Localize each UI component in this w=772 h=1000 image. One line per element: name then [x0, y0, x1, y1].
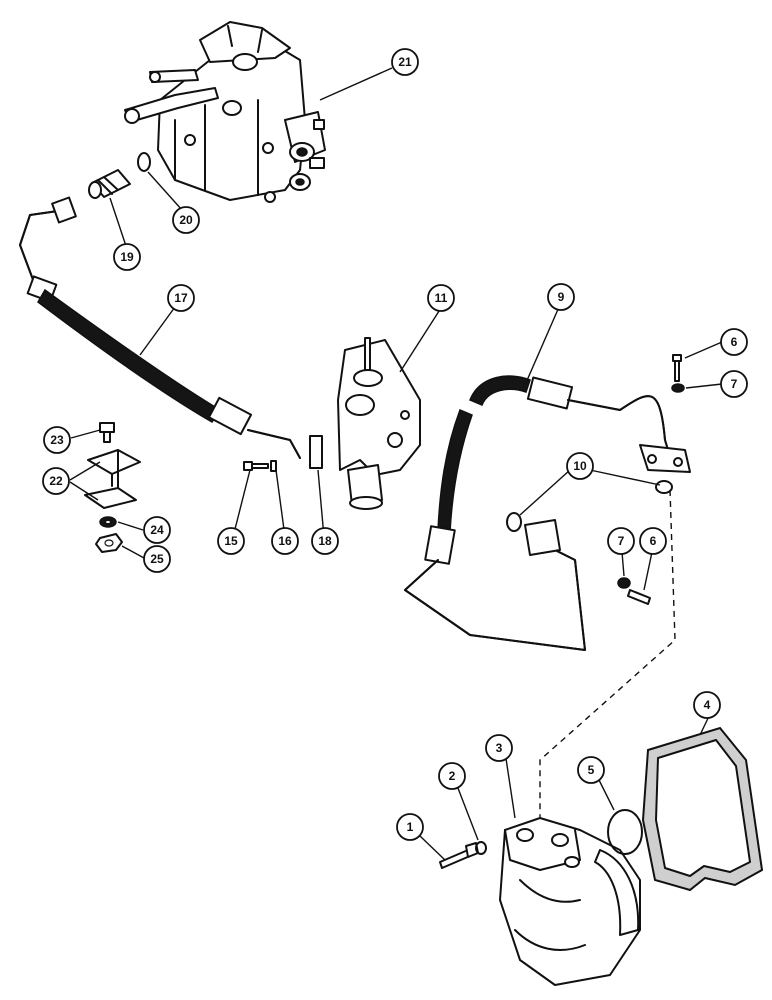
- callout-10: 10: [566, 452, 594, 480]
- housing-part-3: [499, 817, 641, 986]
- callout-17: 17: [167, 284, 195, 312]
- alignment-line: [539, 489, 676, 850]
- callout-6-bottom: 6: [639, 527, 667, 555]
- clamp-part-22: [84, 449, 141, 509]
- callout-6-top: 6: [720, 328, 748, 356]
- callout-label: 10: [573, 459, 587, 473]
- callout-label: 21: [398, 55, 412, 69]
- callout-label: 7: [618, 534, 625, 548]
- callout-7-bottom: 7: [607, 527, 635, 555]
- fitting-part-19: [88, 169, 131, 199]
- callout-1: 1: [396, 813, 424, 841]
- callout-2: 2: [438, 762, 466, 790]
- callout-label: 6: [731, 335, 738, 349]
- valve-block-part-11: [337, 337, 421, 510]
- callout-3: 3: [485, 734, 513, 762]
- callout-label: 17: [174, 291, 188, 305]
- callout-label: 1: [407, 820, 414, 834]
- callout-label: 18: [318, 534, 332, 548]
- bolt-part-23: [99, 422, 115, 443]
- callout-label: 19: [120, 250, 134, 264]
- gasket-part-4: [641, 726, 764, 892]
- callout-label: 5: [588, 763, 595, 777]
- callout-label: 6: [650, 534, 657, 548]
- callout-23: 23: [43, 426, 71, 454]
- callout-7-top: 7: [720, 370, 748, 398]
- callout-label: 9: [558, 290, 565, 304]
- callout-16: 16: [271, 527, 299, 555]
- hose-assembly-part-17: [19, 196, 301, 459]
- callout-label: 22: [49, 474, 63, 488]
- callout-20: 20: [172, 206, 200, 234]
- bolt-part-6: [627, 354, 682, 605]
- leader-lines: [69, 67, 723, 861]
- callout-label: 4: [704, 698, 711, 712]
- callout-5: 5: [577, 756, 605, 784]
- lock-washer-part-24: [99, 516, 117, 528]
- callout-label: 23: [50, 433, 64, 447]
- bolt-part-15: [243, 461, 269, 471]
- washer-part-7: [617, 383, 685, 589]
- callout-25: 25: [143, 545, 171, 573]
- callout-label: 7: [731, 377, 738, 391]
- callout-label: 2: [449, 769, 456, 783]
- callout-label: 24: [150, 523, 164, 537]
- o-ring-part-5: [607, 809, 643, 855]
- callout-label: 16: [278, 534, 292, 548]
- callout-label: 25: [150, 552, 164, 566]
- o-ring-part-20: [137, 152, 151, 172]
- tube-assembly-part-9: [404, 375, 691, 651]
- valve-housing-part-21: [124, 21, 326, 203]
- nut-part-25: [95, 533, 123, 553]
- callout-4: 4: [693, 691, 721, 719]
- callout-19: 19: [113, 243, 141, 271]
- callout-24: 24: [143, 516, 171, 544]
- callout-label: 15: [224, 534, 238, 548]
- callout-15: 15: [217, 527, 245, 555]
- callout-label: 11: [435, 291, 448, 305]
- callout-18: 18: [311, 527, 339, 555]
- callout-21: 21: [391, 48, 419, 76]
- washer-part-2: [475, 841, 487, 855]
- o-ring-part-10: [506, 480, 673, 532]
- callout-11: 11: [427, 284, 455, 312]
- bolt-part-1: [439, 842, 479, 869]
- callout-label: 20: [179, 213, 193, 227]
- callout-9: 9: [547, 283, 575, 311]
- gasket-part-18: [309, 435, 323, 469]
- callout-22: 22: [42, 467, 70, 495]
- callout-label: 3: [496, 741, 503, 755]
- washer-part-16: [270, 460, 277, 472]
